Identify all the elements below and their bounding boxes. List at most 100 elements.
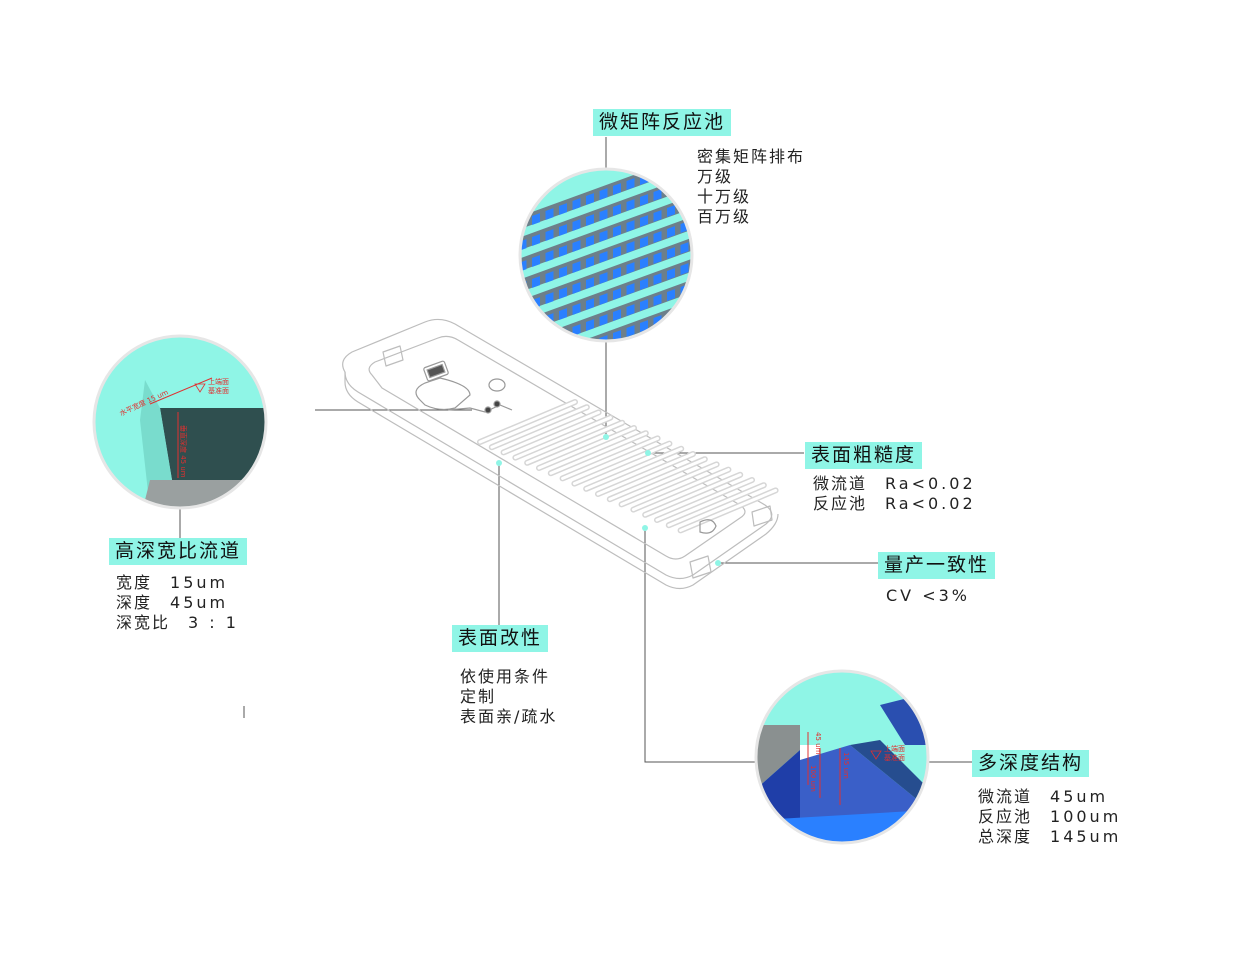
channel-key: 深宽比 <box>116 613 171 632</box>
reactor-cell <box>586 235 594 248</box>
reactor-cell <box>559 350 567 362</box>
channel-row: 深宽比 3 : 1 <box>116 613 239 633</box>
multidepth-value: 45um <box>1050 787 1109 806</box>
reactor-cell <box>613 246 621 258</box>
reactor-cell <box>505 244 513 256</box>
reactor-cell <box>667 289 675 301</box>
reactor-cell <box>532 318 540 330</box>
reactor-cell <box>694 321 702 333</box>
roughness-key: 微流道 <box>813 474 868 493</box>
multidepth-key: 微流道 <box>978 787 1033 806</box>
reactor-cell <box>586 214 594 227</box>
reactor-cell <box>667 268 675 280</box>
reactor-cell <box>572 219 581 232</box>
reactor-cell <box>559 245 567 257</box>
reactor-cell <box>680 169 689 170</box>
modify-line-3: 表面亲/疏水 <box>460 707 558 726</box>
reactor-cell <box>586 256 594 269</box>
roughness-key: 反应池 <box>813 494 868 513</box>
desc-surface-modification: 依使用条件 定制 表面亲/疏水 <box>460 667 557 727</box>
reactor-cell <box>559 371 567 383</box>
reactor-cell <box>599 272 608 285</box>
reactor-cell <box>573 345 581 357</box>
chip-serpentine <box>477 399 779 534</box>
reactor-cell <box>545 271 554 283</box>
reactor-cell <box>572 261 581 274</box>
reactor-cell <box>653 252 662 264</box>
reactor-cell <box>708 274 716 286</box>
reactor-cell <box>559 287 567 299</box>
reactor-line-1: 密集矩阵排布 <box>697 147 806 166</box>
reactor-cell <box>613 309 621 322</box>
channel-key: 宽度 <box>116 573 153 592</box>
reactor-cell <box>505 391 513 403</box>
roughness-value: Ra<0.02 <box>885 474 976 493</box>
chip-inlets <box>415 360 717 534</box>
reactor-cell <box>559 203 567 215</box>
reactor-cell <box>505 328 513 340</box>
reactor-cell <box>545 208 554 220</box>
reactor-cell <box>694 279 702 291</box>
channel-value: 3 : 1 <box>188 613 239 632</box>
channel-row: 宽度 15um <box>116 573 239 593</box>
reactor-cell <box>626 241 635 253</box>
reactor-cell <box>667 226 675 238</box>
reactor-cell <box>653 336 662 341</box>
reactor-cell <box>694 300 702 312</box>
reactor-cell <box>586 193 594 206</box>
reactor-cell <box>640 299 648 311</box>
reactor-cell <box>667 205 675 217</box>
reactor-cell <box>572 282 581 295</box>
ref-base-label-right: 基准面 <box>884 753 905 762</box>
chip-outline <box>342 318 779 590</box>
reactor-cell <box>640 215 648 227</box>
reactor-line-3: 十万级 <box>697 187 752 206</box>
reactor-cell <box>545 250 554 262</box>
reactor-cell <box>572 198 581 211</box>
reactor-cell <box>519 344 527 356</box>
detail-multidepth-section: 45 um 100 um 145 um 上端面 基准面 <box>754 669 930 845</box>
label-high-aspect-channel: 高深宽比流道 <box>109 538 248 565</box>
channel-value: 15um <box>170 573 229 592</box>
depth-dim-label: 垂直深度 45 um <box>179 425 188 478</box>
reactor-cell <box>626 262 635 274</box>
reactor-cell <box>599 251 608 264</box>
reactor-cell <box>505 286 513 298</box>
reactor-cell <box>505 223 513 235</box>
reactor-cell <box>653 210 662 222</box>
reactor-cell <box>653 169 662 180</box>
reactor-cell <box>640 278 648 290</box>
reactor-cell <box>599 293 608 306</box>
reactor-cell <box>546 355 554 367</box>
reactor-cell <box>532 234 540 246</box>
reactor-cell <box>599 314 608 327</box>
serpentine-channel-inner <box>478 400 778 532</box>
channel-key: 深度 <box>116 593 153 612</box>
dim-45-label: 45 um <box>814 732 822 755</box>
reactor-cell <box>708 232 716 244</box>
roughness-row: 微流道 Ra<0.02 <box>813 474 976 494</box>
label-roughness: 表面粗糙度 <box>805 442 923 469</box>
reactor-cell <box>708 253 716 265</box>
reactor-cell <box>667 247 675 259</box>
reactor-cell <box>519 365 527 377</box>
ref-base-label: 基准面 <box>208 386 229 395</box>
modify-line-2: 定制 <box>460 687 497 706</box>
reactor-cell <box>532 339 540 341</box>
reactor-cell <box>626 199 635 211</box>
reactor-cell <box>559 266 567 278</box>
reactor-cell <box>572 324 581 337</box>
reactor-cell <box>519 386 527 398</box>
reactor-cell <box>680 179 689 191</box>
reactor-cell <box>653 273 662 285</box>
serpentine-channel <box>477 399 779 534</box>
reactor-cell <box>708 295 716 307</box>
reactor-cell <box>680 305 689 317</box>
label-consistency: 量产一致性 <box>878 552 996 579</box>
label-multi-depth: 多深度结构 <box>972 750 1090 777</box>
reactor-cell <box>599 230 608 243</box>
